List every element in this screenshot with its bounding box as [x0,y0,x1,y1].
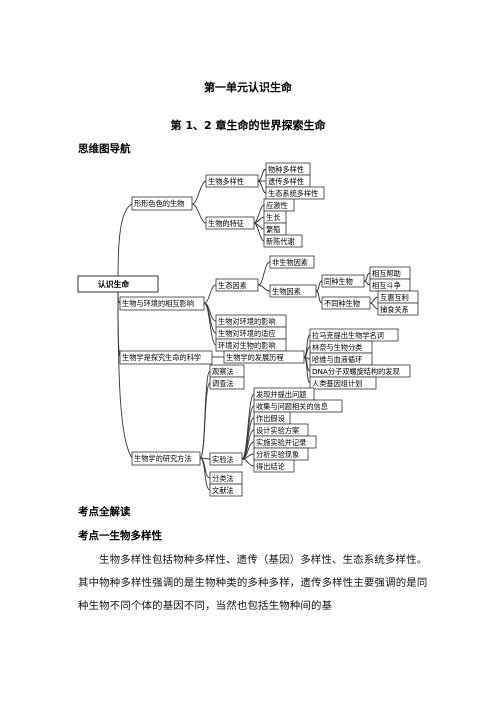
svg-text:相互帮助: 相互帮助 [372,269,401,278]
svg-text:生长: 生长 [266,213,280,222]
svg-text:生物学的发展历程: 生物学的发展历程 [226,353,284,362]
svg-text:认识生命: 认识生命 [98,279,129,289]
svg-text:拉马克提出生物学名词: 拉马克提出生物学名词 [312,331,384,340]
svg-text:不同种生物: 不同种生物 [324,299,360,308]
node-b1-2-3: 繁殖 [263,222,287,236]
node-b2-4: 环境对生物的影响 [215,338,287,352]
node-b1-1-2: 遗传多样性 [265,174,311,188]
node-b2-1: 生态因素 [215,278,259,292]
node-b4-3: 实验法 [209,452,243,466]
node-b2-1-1: 非生物因素 [269,255,315,269]
svg-text:繁殖: 繁殖 [266,225,280,234]
node-b3-1-2: 林奈与生物分类 [309,340,373,354]
svg-text:调查法: 调查法 [212,379,234,388]
node-b4-2: 调查法 [209,376,245,390]
svg-text:生物学的研究方法: 生物学的研究方法 [134,454,192,463]
svg-text:文献法: 文献法 [212,486,234,495]
svg-text:发现并提出问题: 发现并提出问题 [256,390,306,399]
svg-text:形形色色的生物: 形形色色的生物 [134,199,184,208]
svg-text:哈维与血液循环: 哈维与血液循环 [312,355,362,364]
svg-text:生物对环境的适应: 生物对环境的适应 [218,329,276,338]
svg-text:分析实验现象: 分析实验现象 [256,450,299,459]
mindmap-heading: 思维图导航 [78,143,131,155]
node-b4-4: 分类法 [209,471,243,485]
svg-text:生物与环境的相互影响: 生物与环境的相互影响 [122,299,194,308]
node-b4-3-5: 实施实验并记录 [253,435,317,449]
svg-text:生物因素: 生物因素 [272,287,301,296]
node-b4-3-1: 发现并提出问题 [253,387,315,401]
svg-text:物种多样性: 物种多样性 [268,165,304,174]
node-b1-1-1: 物种多样性 [265,162,311,176]
node-b2-1-2-2b: 捕食关系 [377,302,419,316]
mindmap-root: 认识生命 [77,275,159,293]
node-b2-1-2-2: 不同种生物 [321,296,371,310]
node-b4-3-6: 分析实验现象 [253,447,309,461]
node-b1: 形形色色的生物 [131,196,193,211]
svg-text:生态系统多样性: 生态系统多样性 [268,189,318,198]
node-b2: 生物与环境的相互影响 [119,296,205,311]
svg-text:生物的特征: 生物的特征 [208,219,244,228]
svg-text:作出假设: 作出假设 [256,414,285,423]
chapter-title: 第 1、2 章生命的世界探索生命 [170,119,326,132]
svg-text:环境对生物的影响: 环境对生物的影响 [218,341,276,350]
svg-text:同种生物: 同种生物 [324,277,353,286]
node-b3-1-5: 人类基因组计划 [309,376,377,390]
unit-title: 第一单元认识生命 [204,81,292,94]
svg-text:收集与问题相关的信息: 收集与问题相关的信息 [256,402,328,411]
node-b3-1-3: 哈维与血液循环 [309,352,373,366]
node-b4: 生物学的研究方法 [131,451,201,466]
node-b3-1-4: DNA分子双螺旋结构的发现 [309,364,411,378]
svg-text:林奈与生物分类: 林奈与生物分类 [312,343,362,352]
svg-text:得出结论: 得出结论 [256,462,286,471]
all-points-heading: 考点全解读 [78,506,131,518]
node-b1-2-4: 新陈代谢 [263,234,303,248]
svg-text:应激性: 应激性 [266,201,288,210]
point-one-paragraph: 生物多样性包括物种多样性、遗传（基因）多样性、生态系统多样性。其中物种多样性强调… [78,554,428,612]
node-b1-1-3: 生态系统多样性 [265,186,325,200]
svg-text:遗传多样性: 遗传多样性 [268,177,304,186]
node-b2-1-2-2a: 互惠互利 [377,290,419,304]
node-b4-3-3: 作出假设 [253,411,291,425]
node-b1-1: 生物多样性 [205,174,259,188]
svg-text:互惠互利: 互惠互利 [380,293,409,302]
svg-text:DNA分子双螺旋结构的发现: DNA分子双螺旋结构的发现 [312,367,400,376]
node-b2-1-2: 生物因素 [269,284,317,298]
node-b2-1-2-1b: 相互斗争 [369,278,411,292]
node-b4-3-7: 得出结论 [253,459,295,473]
svg-text:捕食关系: 捕食关系 [380,305,409,314]
node-b2-1-2-1: 同种生物 [321,274,365,288]
svg-text:生物对环境的影响: 生物对环境的影响 [218,317,276,326]
svg-text:新陈代谢: 新陈代谢 [266,237,295,246]
node-b2-3: 生物对环境的适应 [215,326,287,340]
node-b4-3-2: 收集与问题相关的信息 [253,399,343,413]
svg-text:相互斗争: 相互斗争 [372,281,401,290]
svg-text:实验法: 实验法 [212,455,234,464]
svg-text:实施实验并记录: 实施实验并记录 [256,438,306,447]
svg-text:观察法: 观察法 [212,367,234,376]
node-b3-1: 生物学的发展历程 [223,350,305,364]
node-b3-1-1: 拉马克提出生物学名词 [309,328,399,342]
svg-text:生态因素: 生态因素 [218,281,247,290]
svg-text:非生物因素: 非生物因素 [272,258,308,267]
svg-text:设计实验方案: 设计实验方案 [256,426,299,435]
node-b2-1-2-1a: 相互帮助 [369,266,411,280]
node-b4-3-4: 设计实验方案 [253,423,309,437]
node-b4-1: 观察法 [209,364,245,378]
point-one-heading: 考点一生物多样性 [78,530,162,542]
node-b1-2-1: 应激性 [263,198,295,212]
node-b1-2-2: 生长 [263,210,287,224]
node-b4-5: 文献法 [209,483,243,497]
node-b2-2: 生物对环境的影响 [215,314,287,328]
node-b3: 生物学是探究生命的科学 [119,350,213,365]
svg-text:生物学是探究生命的科学: 生物学是探究生命的科学 [122,353,201,362]
node-b1-2: 生物的特征 [205,216,255,230]
svg-text:生物多样性: 生物多样性 [208,177,244,186]
svg-text:人类基因组计划: 人类基因组计划 [312,379,362,388]
svg-text:分类法: 分类法 [212,474,234,483]
